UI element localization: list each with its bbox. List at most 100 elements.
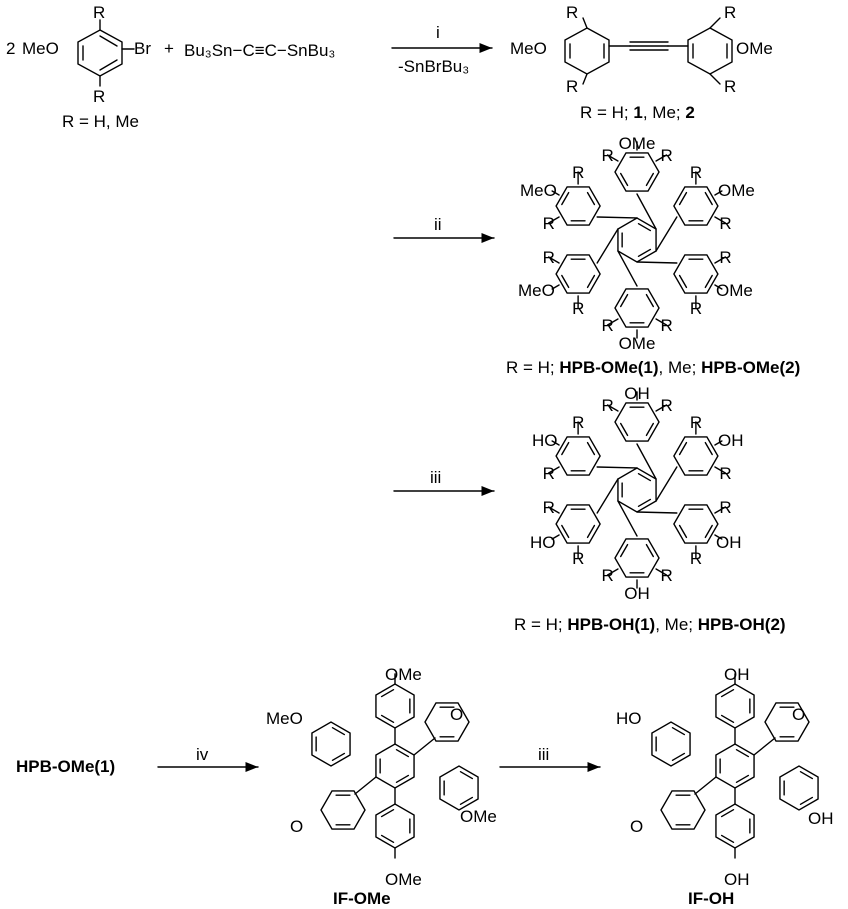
r-label: R xyxy=(543,214,555,233)
carbonyl-label: O xyxy=(450,705,463,724)
r-label: R xyxy=(572,299,584,318)
r-label: R xyxy=(660,396,672,415)
product-caption: R = H; HPB-OH(1), Me; HPB-OH(2) xyxy=(514,615,786,634)
benzene-ring xyxy=(715,743,755,789)
r-label: R xyxy=(566,3,578,22)
r-label: R xyxy=(572,413,584,432)
r-label: R xyxy=(719,498,731,517)
step-label: iii xyxy=(538,745,549,764)
r-label: R xyxy=(602,566,614,585)
r-label: R xyxy=(572,163,584,182)
benzene-ring xyxy=(660,790,706,830)
product-caption: R = H; 1, Me; 2 xyxy=(580,103,695,122)
benzene-ring xyxy=(673,186,719,226)
step-label: iv xyxy=(196,745,209,764)
product-name: IF-OH xyxy=(688,889,734,908)
step-label: i xyxy=(436,23,440,42)
diarylacetylene-product: MeO OMe R R R R R = H; 1, Me; 2 xyxy=(510,3,773,122)
r-label: R xyxy=(93,3,105,22)
benzene-ring xyxy=(555,254,601,294)
r-label: R xyxy=(566,77,578,96)
step-label: iii xyxy=(430,468,441,487)
r-label: R xyxy=(93,87,105,106)
r-label: R xyxy=(690,163,702,182)
benzene-ring xyxy=(555,186,601,226)
r-label: R xyxy=(660,316,672,335)
benzene-ring xyxy=(715,803,755,849)
r-label: R xyxy=(719,248,731,267)
coefficient: 2 xyxy=(6,39,15,58)
methoxy-label: OMe xyxy=(718,181,755,200)
product-caption: R = H; HPB-OMe(1), Me; HPB-OMe(2) xyxy=(506,358,800,377)
r-label: R xyxy=(690,549,702,568)
r-label: R xyxy=(724,77,736,96)
methoxy-label: OMe xyxy=(460,807,497,826)
r-label: R xyxy=(719,214,731,233)
r-label: R xyxy=(690,413,702,432)
hydroxy-label: OH xyxy=(624,584,650,603)
carbonyl-label: O xyxy=(792,705,805,724)
bis-stannyl-acetylene: Bu₃Sn−C≡C−SnBu₃ xyxy=(184,41,335,60)
benzene-ring xyxy=(375,683,415,729)
hydroxy-label: OH xyxy=(718,431,744,450)
benzene-ring xyxy=(779,765,819,811)
r-label: R xyxy=(543,248,555,267)
methoxy-label: OMe xyxy=(716,281,753,300)
hydroxy-label: HO xyxy=(532,431,558,450)
hydroxy-label: HO xyxy=(616,709,642,728)
benzene-ring xyxy=(614,538,660,578)
step-label: ii xyxy=(434,215,442,234)
benzene-ring xyxy=(673,504,719,544)
methoxy-label: MeO xyxy=(518,281,555,300)
methoxy-label: MeO xyxy=(266,709,303,728)
r-label: R xyxy=(602,316,614,335)
benzene-ring xyxy=(555,436,601,476)
r-label: R xyxy=(660,566,672,585)
r-label: R xyxy=(690,299,702,318)
methoxy-label: OMe xyxy=(619,334,656,353)
carbonyl-label: O xyxy=(290,817,303,836)
bromine-label: Br xyxy=(134,39,151,58)
r-label: R xyxy=(660,146,672,165)
byproduct-label: -SnBrBu₃ xyxy=(398,57,469,76)
benzene-ring xyxy=(77,29,123,77)
benzene-ring xyxy=(424,702,470,742)
benzene-ring xyxy=(764,702,810,742)
methoxy-label: OMe xyxy=(385,665,422,684)
benzene-ring xyxy=(614,152,660,192)
indenofluorene-oh: OH OH HO OH O O xyxy=(616,665,834,889)
hydroxy-label: OH xyxy=(724,665,750,684)
methoxy-label: MeO xyxy=(510,39,547,58)
benzene-ring xyxy=(439,765,479,811)
benzene-ring xyxy=(564,27,610,75)
benzene-ring xyxy=(673,254,719,294)
benzene-ring xyxy=(617,467,657,513)
carbonyl-label: O xyxy=(630,817,643,836)
benzene-ring xyxy=(320,790,366,830)
benzene-ring xyxy=(614,288,660,328)
benzene-ring xyxy=(555,504,601,544)
hydroxy-label: HO xyxy=(530,533,556,552)
benzene-ring xyxy=(375,743,415,789)
methoxy-label: MeO xyxy=(22,39,59,58)
r-label: R xyxy=(602,146,614,165)
hydroxy-label: OH xyxy=(724,870,750,889)
hydroxy-label: OH xyxy=(808,809,834,828)
r-label: R xyxy=(719,464,731,483)
methoxy-label: OMe xyxy=(736,39,773,58)
methoxy-label: MeO xyxy=(520,181,557,200)
product-name: IF-OMe xyxy=(333,889,391,908)
r-label: R xyxy=(543,464,555,483)
r-definition: R = H, Me xyxy=(62,112,139,131)
hydroxy-label: OH xyxy=(716,533,742,552)
plus-sign: + xyxy=(164,39,174,58)
indenofluorene-ome: OMe OMe MeO OMe O O xyxy=(266,665,497,889)
r-label: R xyxy=(543,498,555,517)
benzene-ring xyxy=(651,721,691,767)
benzene-ring xyxy=(617,217,657,263)
benzene-ring xyxy=(673,436,719,476)
r-label: R xyxy=(602,396,614,415)
